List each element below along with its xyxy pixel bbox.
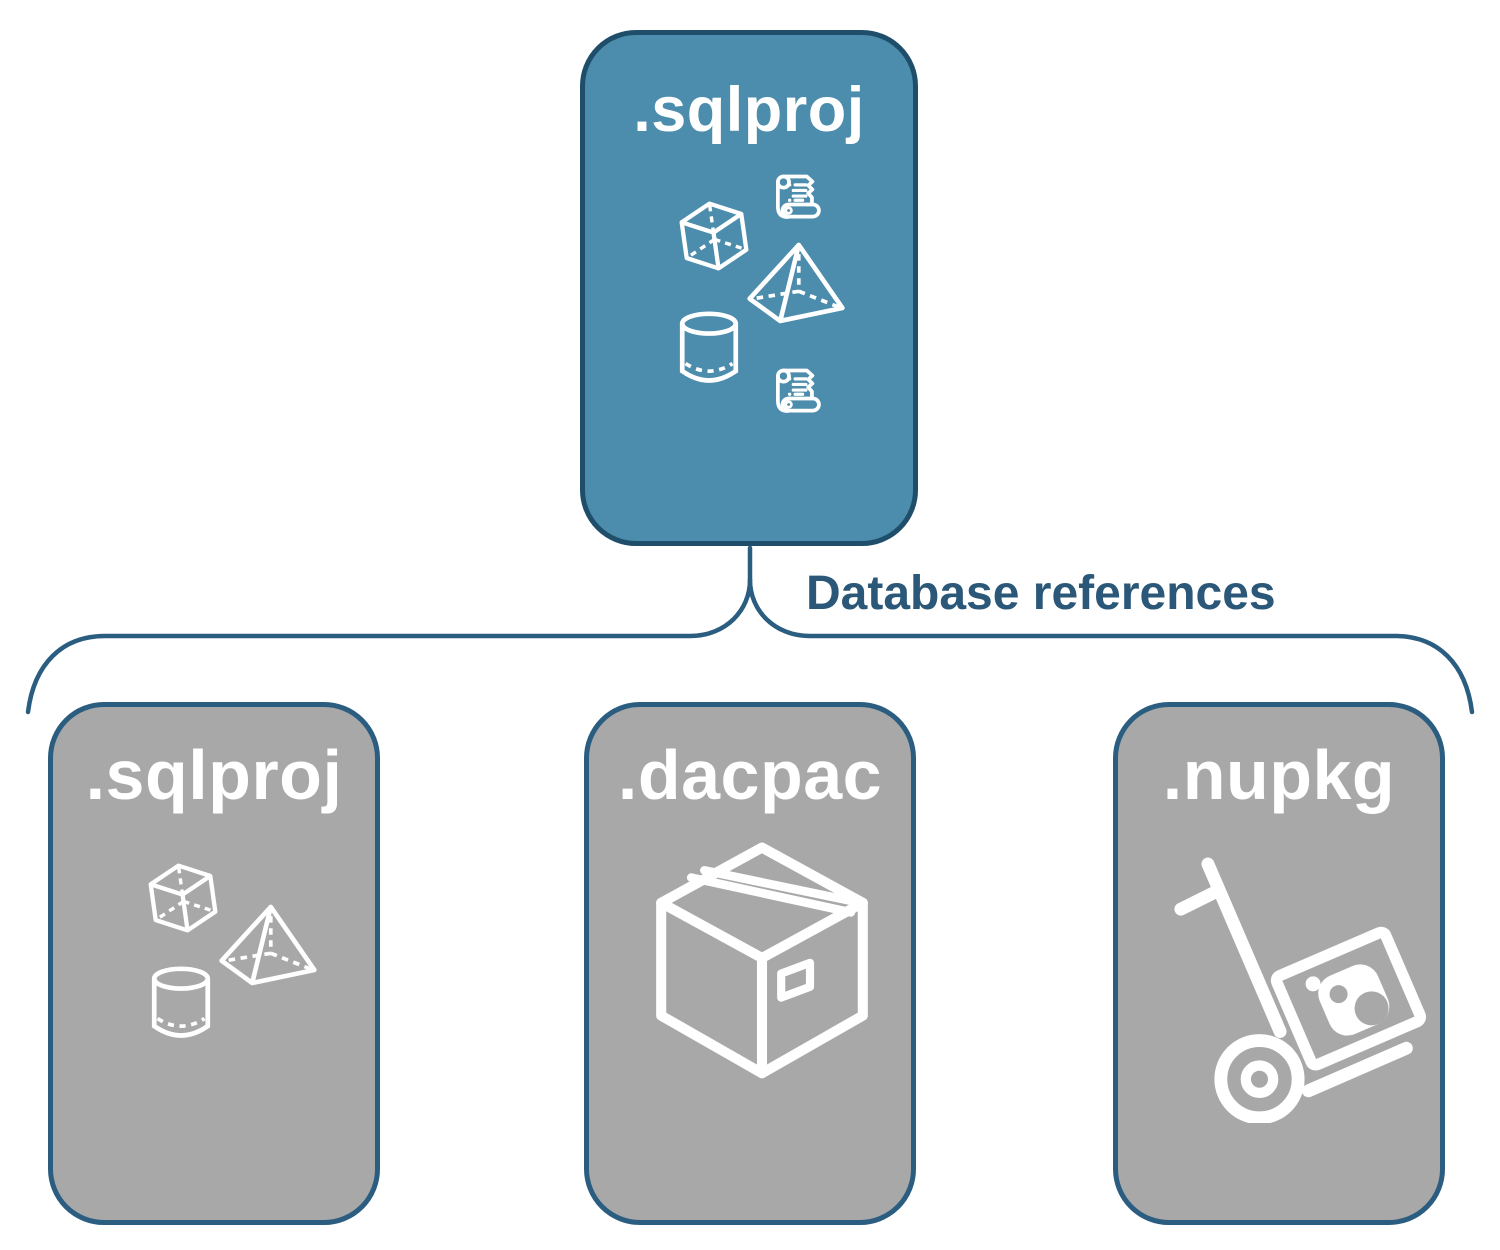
connector-label: Database references bbox=[806, 567, 1276, 620]
cylinder-icon bbox=[147, 966, 215, 1043]
pyramid-icon bbox=[745, 239, 847, 325]
pyramid-icon bbox=[217, 901, 319, 987]
root-card-title: .sqlproj bbox=[633, 75, 865, 145]
cylinder-icon bbox=[675, 311, 743, 388]
root-card-sqlproj: .sqlproj bbox=[580, 30, 918, 546]
scroll-icon bbox=[769, 169, 825, 225]
child-card-title: .nupkg bbox=[1162, 736, 1396, 814]
child-card-title: .sqlproj bbox=[85, 736, 343, 814]
cube-icon bbox=[140, 855, 226, 941]
cube-icon bbox=[671, 193, 757, 279]
scroll-icon bbox=[769, 363, 825, 419]
hand-truck-icon bbox=[1173, 855, 1431, 1123]
child-card-dacpac: .dacpac bbox=[584, 702, 916, 1225]
child-card-title: .dacpac bbox=[617, 736, 883, 814]
child-card-nupkg: .nupkg bbox=[1113, 702, 1445, 1225]
child-card-sqlproj: .sqlproj bbox=[48, 702, 380, 1225]
package-box-icon bbox=[642, 833, 882, 1083]
